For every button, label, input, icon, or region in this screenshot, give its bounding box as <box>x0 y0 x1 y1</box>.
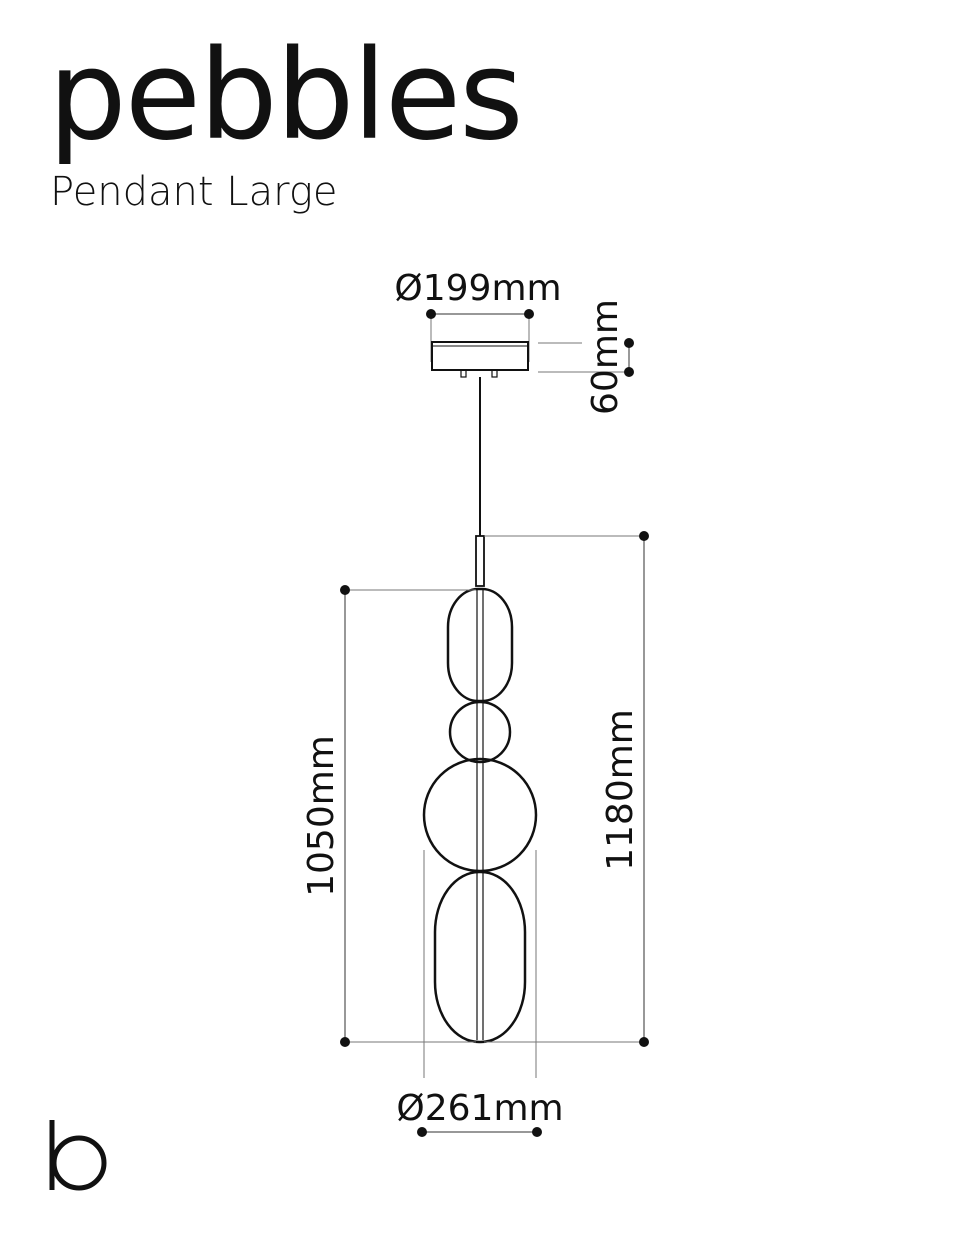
glass-diameter-dimension: Ø261mm <box>396 850 564 1137</box>
canopy-diameter-label: Ø199mm <box>394 268 561 309</box>
canopy-diameter-dimension: Ø199mm <box>394 268 562 362</box>
pebble-small <box>448 700 512 764</box>
connector <box>475 535 485 587</box>
inner-rod <box>476 589 484 1040</box>
product-name: pebbles <box>48 24 524 168</box>
overall-height-label: 1180mm <box>600 709 641 871</box>
canopy <box>431 341 529 378</box>
b-logo-icon <box>49 1120 107 1191</box>
canopy-height-dimension: 60mm <box>538 299 634 415</box>
glass-diameter-label: Ø261mm <box>396 1088 563 1129</box>
overall-height-dimension: 1180mm <box>484 531 649 1047</box>
canopy-height-label: 60mm <box>585 299 626 415</box>
product-variant: Pendant Large <box>50 169 338 215</box>
pebble-top <box>446 587 514 703</box>
pebble-round <box>422 757 538 873</box>
glass-height-dimension: 1050mm <box>301 585 476 1047</box>
glass-height-label: 1050mm <box>301 735 342 897</box>
pebble-bottom <box>433 870 527 1044</box>
glass-pebbles <box>422 587 538 1044</box>
